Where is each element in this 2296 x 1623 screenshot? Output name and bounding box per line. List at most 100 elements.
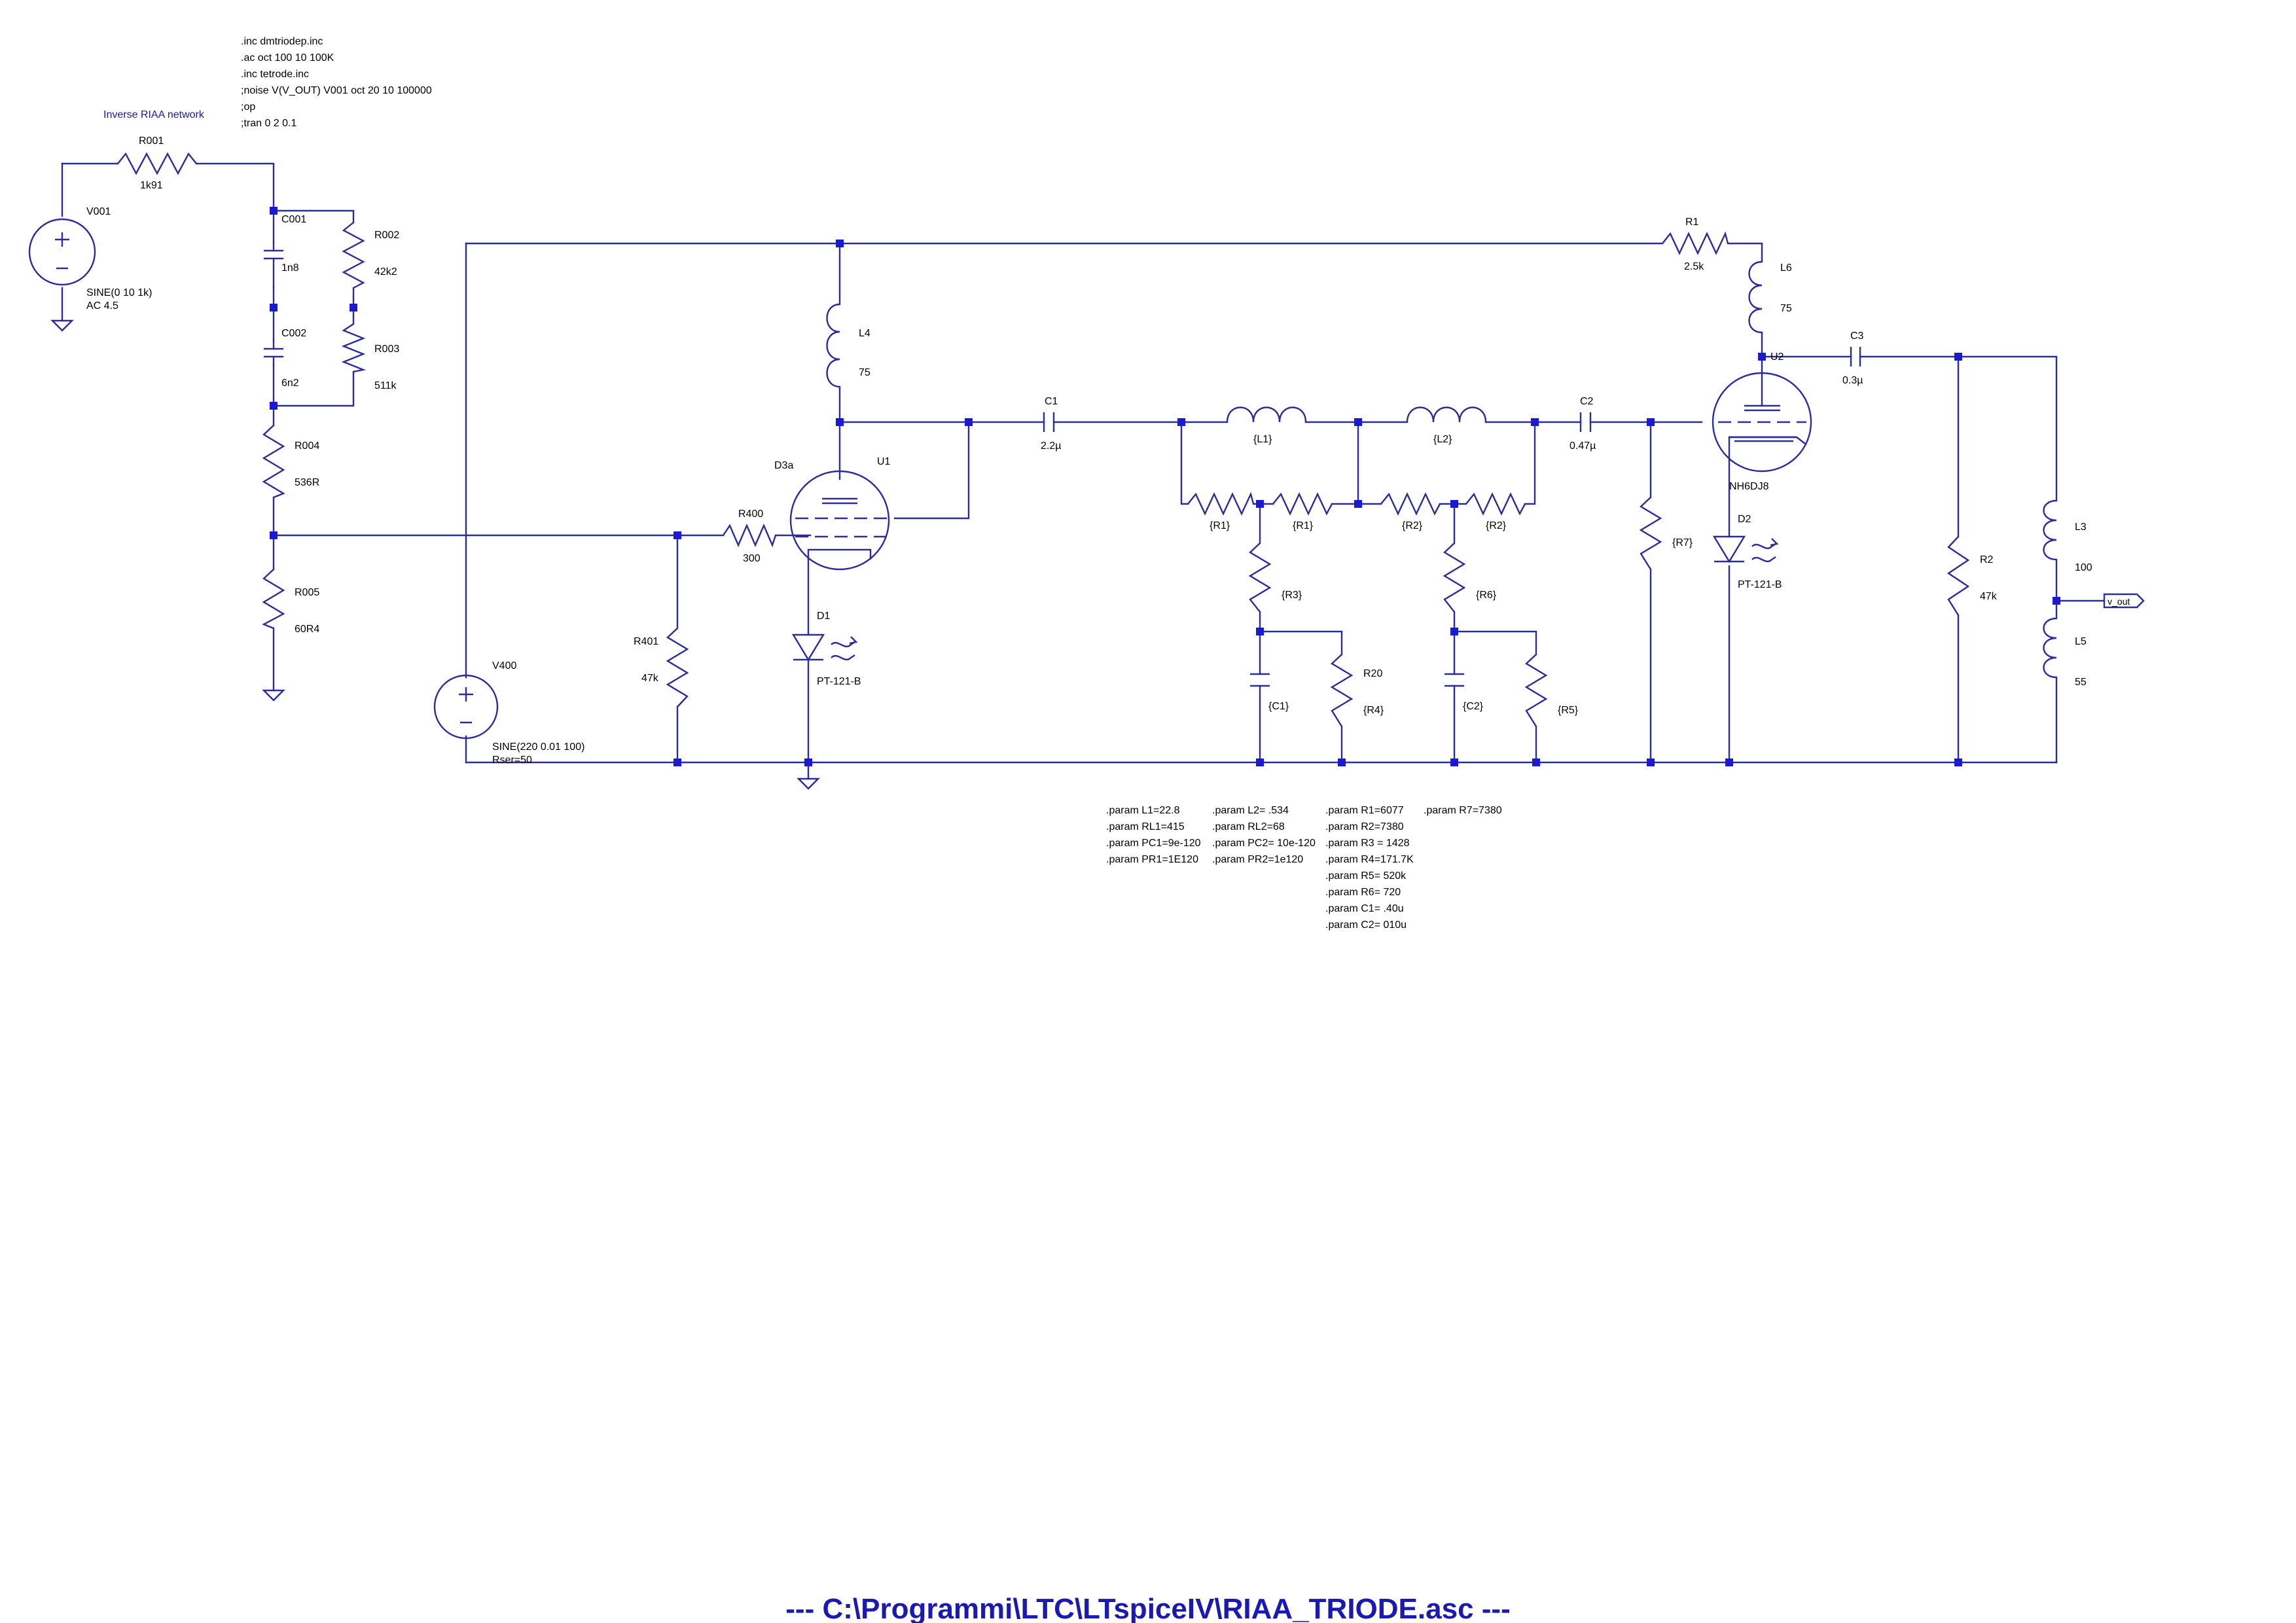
ground-icon — [262, 689, 285, 702]
l6-value: 75 — [1780, 303, 1792, 314]
diode-d1 — [791, 633, 858, 662]
l5-name: L5 — [2075, 636, 2087, 647]
resistors — [117, 152, 1970, 727]
r005-name: R005 — [295, 587, 319, 598]
directive-line: ;noise V(V_OUT) V001 oct 20 10 100000 — [241, 85, 432, 96]
file-path-title: --- C:\Programmi\LTC\LTspiceIV\RIAA_TRIO… — [785, 1593, 1510, 1623]
capacitor-cb — [1444, 673, 1464, 687]
resistor-ra — [1187, 491, 1255, 516]
rd-value: {R2} — [1486, 520, 1507, 531]
l6-name: L6 — [1780, 262, 1792, 274]
directive-line: ;tran 0 2 0.1 — [241, 118, 296, 129]
c001-value: 1n8 — [281, 262, 299, 274]
r1-name: R1 — [1685, 217, 1699, 228]
directive-line: .inc tetrode.inc — [241, 69, 309, 80]
param-line: .param R7=7380 — [1424, 805, 1502, 816]
capacitor-c001 — [264, 241, 283, 289]
lb-value: {L2} — [1433, 434, 1452, 445]
ground-symbols — [50, 319, 820, 790]
v400-value1: SINE(220 0.01 100) — [492, 741, 584, 753]
cb-value: {C2} — [1463, 701, 1484, 712]
capacitor-c002 — [264, 339, 283, 366]
d1-name: D1 — [817, 611, 831, 622]
resistor-r004 — [262, 425, 285, 499]
capacitors — [264, 241, 1861, 687]
v001-value2: AC 4.5 — [86, 300, 118, 312]
r2-name: R2 — [1980, 554, 1994, 565]
param-line: .param R4=171.7K — [1325, 854, 1414, 865]
resistor-r005 — [262, 569, 285, 630]
ground-icon — [797, 777, 820, 790]
c001-name: C001 — [281, 214, 306, 225]
rf-value: {R6} — [1476, 590, 1497, 601]
r401-value: 47k — [641, 673, 659, 684]
l5-value: 55 — [2075, 677, 2087, 688]
d1-model: PT-121-B — [817, 676, 861, 687]
param-block: .param L1=22.8 .param RL1=415 .param PC1… — [1106, 805, 1502, 931]
u2-model: NH6DJ8 — [1729, 481, 1769, 492]
c1-value: 2.2µ — [1041, 440, 1061, 452]
r003-value: 511k — [374, 380, 397, 391]
inductor-l3 — [2043, 499, 2057, 561]
rc-value: {R2} — [1402, 520, 1423, 531]
network-label: Inverse RIAA network — [103, 109, 205, 120]
r003-name: R003 — [374, 344, 399, 355]
r001-value: 1k91 — [140, 180, 163, 191]
r004-name: R004 — [295, 440, 319, 452]
resistor-rg — [1524, 654, 1548, 727]
l3-name: L3 — [2075, 522, 2087, 533]
directive-line: .inc dmtriodep.inc — [241, 36, 323, 47]
v001-name: V001 — [86, 206, 111, 217]
param-line: .param R1=6077 — [1325, 805, 1404, 816]
param-line: .param PR2=1e120 — [1212, 854, 1303, 865]
junction-dots — [270, 207, 2060, 766]
param-line: .param PC1=9e-120 — [1106, 838, 1201, 849]
directive-line: .ac oct 100 10 100K — [241, 52, 334, 63]
r20-name: R20 — [1363, 668, 1382, 679]
u2-name: U2 — [1770, 351, 1784, 363]
capacitor-ca — [1250, 673, 1270, 687]
r005-value: 60R4 — [295, 624, 319, 635]
r20-value: {R4} — [1363, 705, 1384, 716]
resistor-r2 — [1946, 536, 1970, 616]
v400-name: V400 — [492, 660, 516, 671]
resistor-r001 — [117, 152, 197, 175]
c2-value: 0.47µ — [1570, 440, 1596, 452]
resistor-rb — [1272, 492, 1333, 516]
la-value: {L1} — [1253, 434, 1272, 445]
u1-model: D3a — [774, 460, 793, 471]
v400-value2: Rser=50 — [492, 755, 532, 766]
c3-name: C3 — [1850, 330, 1864, 342]
param-line: .param R6= 720 — [1325, 887, 1401, 898]
output-port-flag — [2103, 593, 2145, 609]
l4-name: L4 — [859, 328, 870, 339]
c002-value: 6n2 — [281, 378, 299, 389]
tetrode-tube-u2 — [1712, 372, 1812, 473]
voltage-source-v001 — [28, 218, 96, 286]
voltage-source-v400 — [433, 674, 499, 740]
resistor-r1 — [1662, 231, 1729, 255]
d2-name: D2 — [1738, 514, 1751, 525]
directive-line: ;op — [241, 101, 255, 113]
v001-value1: SINE(0 10 1k) — [86, 287, 152, 298]
param-line: .param PC2= 10e-120 — [1212, 838, 1316, 849]
rh-value: {R7} — [1672, 537, 1693, 548]
inductors — [826, 260, 2057, 679]
r2-value: 47k — [1980, 591, 1998, 602]
ground-icon — [50, 319, 74, 332]
c3-value: 0.3µ — [1842, 375, 1863, 386]
resistor-rd — [1465, 492, 1526, 516]
param-line: .param L2= .534 — [1212, 805, 1289, 816]
param-line: .param R5= 520k — [1325, 870, 1407, 882]
inductor-lb — [1406, 406, 1487, 423]
param-line: .param C1= .40u — [1325, 903, 1404, 914]
re-value: {R3} — [1282, 590, 1302, 601]
resistor-re — [1248, 543, 1272, 613]
param-line: .param RL1=415 — [1106, 821, 1185, 832]
resistor-r003 — [341, 323, 367, 373]
r004-value: 536R — [295, 477, 319, 488]
resistor-r400 — [723, 523, 777, 548]
param-line: .param R2=7380 — [1325, 821, 1404, 832]
inductor-la — [1226, 406, 1307, 423]
r002-name: R002 — [374, 230, 399, 241]
